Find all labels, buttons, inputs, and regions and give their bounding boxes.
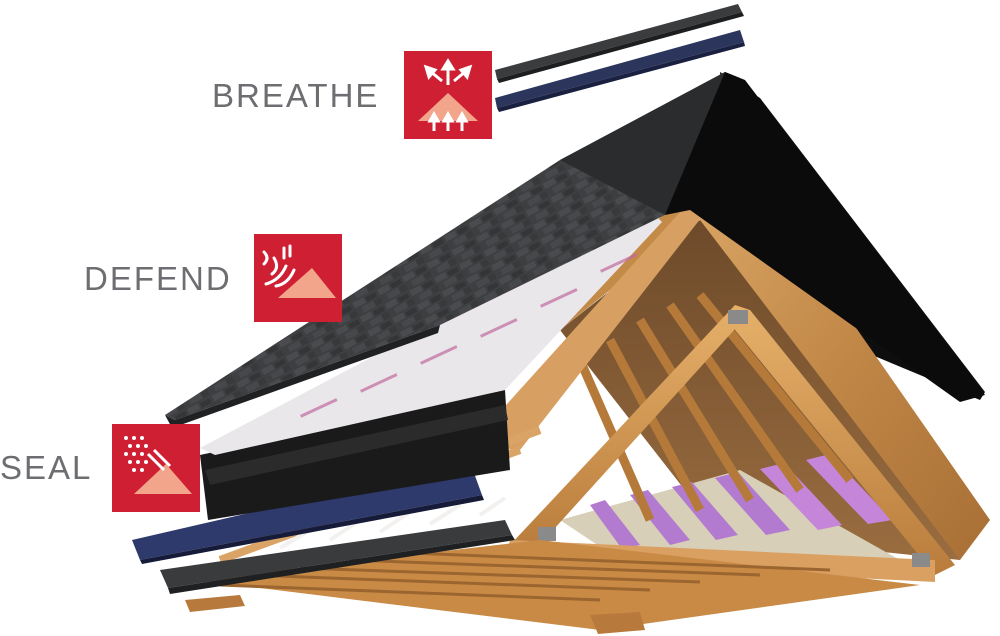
ventilation-arrows-icon <box>404 51 492 139</box>
shingle-roof <box>165 72 740 428</box>
callout-label-breathe: BREATHE <box>212 77 380 114</box>
wind-rain-shield-icon <box>254 234 342 322</box>
drip-edge <box>160 520 515 594</box>
callout-label-defend: DEFEND <box>84 260 232 297</box>
roof-right-black <box>665 72 985 402</box>
ridge-vent <box>495 4 745 112</box>
ice-water-barrier <box>200 390 510 520</box>
floor-joists <box>185 540 920 634</box>
callout-label-seal: SEAL <box>0 449 93 486</box>
rain-seal-icon <box>112 424 200 512</box>
